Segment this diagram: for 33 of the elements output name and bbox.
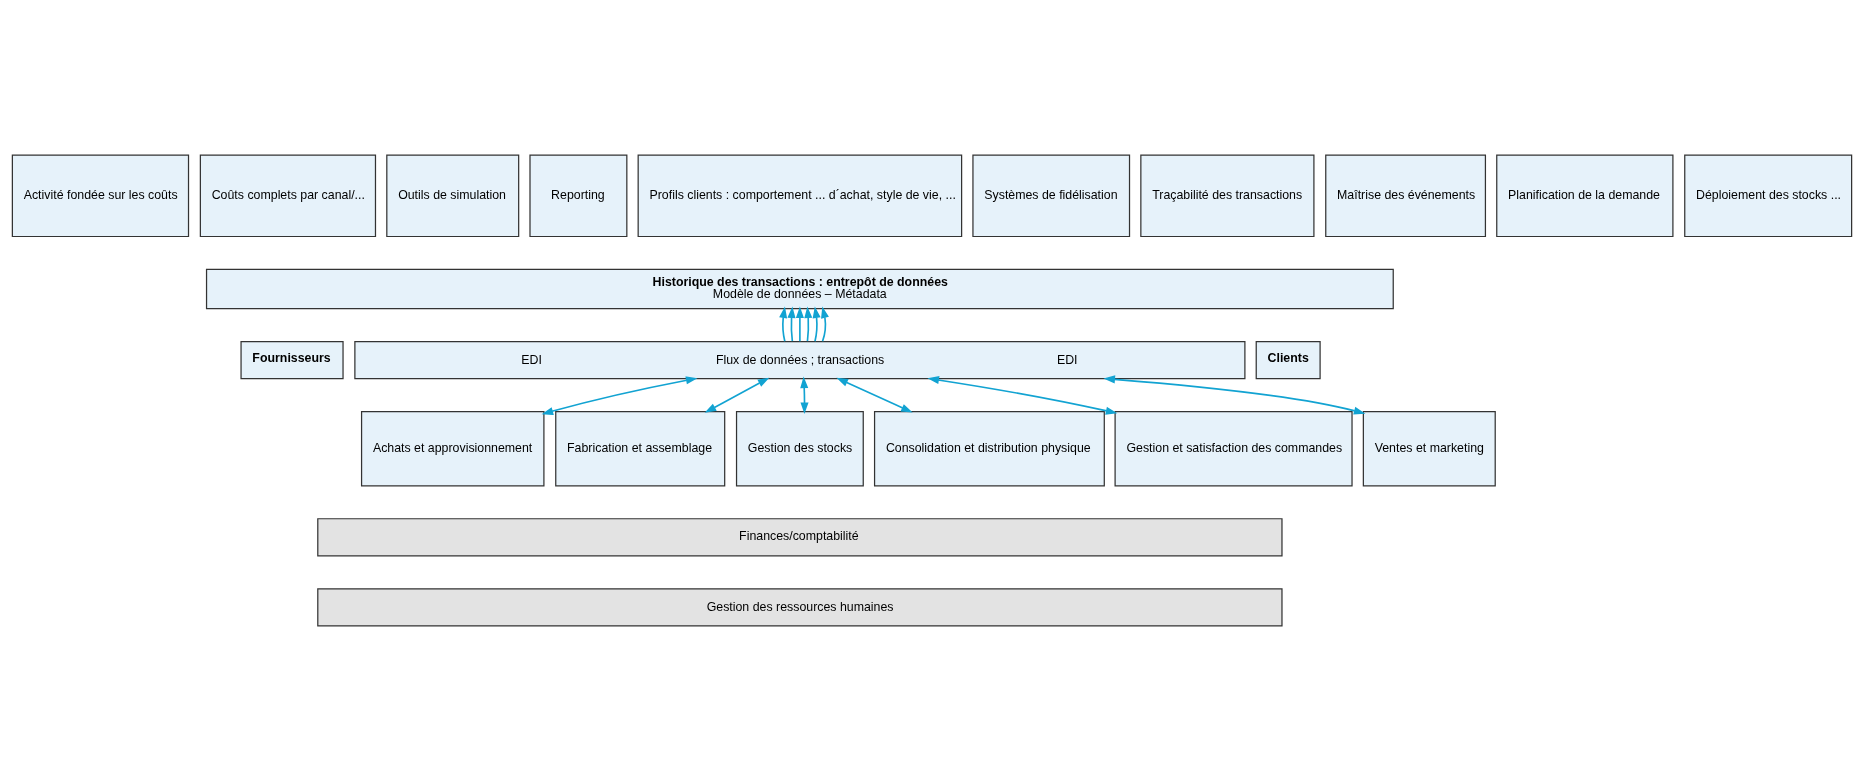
- node-box: Coûts complets par canal/...: [199, 154, 377, 238]
- node-box: Fabrication et assemblage: [555, 411, 726, 487]
- node-box: EDI Flux de données ; transactions EDI: [354, 340, 1246, 380]
- arrow: [836, 377, 913, 413]
- node-box: Finances/comptabilité: [317, 518, 1283, 557]
- node-box: Consolidation et distribution physique: [873, 411, 1105, 487]
- node-box: Traçabilité des transactions: [1140, 154, 1315, 238]
- node-box: Gestion des stocks: [735, 411, 864, 487]
- arrow: [804, 306, 813, 343]
- arrow: [779, 306, 788, 343]
- node-box: Achats et approvisionnement: [360, 411, 545, 487]
- arrow: [787, 306, 796, 343]
- node-box: Planification de la demande: [1496, 154, 1674, 238]
- arrow: [704, 377, 770, 413]
- arrow: [821, 306, 829, 343]
- arrow: [927, 376, 1118, 415]
- node-box: Fournisseurs: [240, 340, 344, 380]
- arrow: [795, 306, 804, 343]
- node-box: Maîtrise des événements: [1325, 154, 1487, 238]
- node-box: Gestion des ressources humaines: [317, 588, 1283, 627]
- node-box: Reporting: [529, 154, 628, 238]
- node-box: Déploiement des stocks ...: [1684, 154, 1853, 238]
- node-box: Ventes et marketing: [1362, 411, 1496, 487]
- node-box: Systèmes de fidélisation: [972, 154, 1131, 238]
- arrow: [541, 376, 698, 415]
- arrow: [812, 306, 821, 343]
- node-box: Outils de simulation: [386, 154, 520, 238]
- node-box: Activité fondée sur les coûts: [11, 154, 190, 238]
- node-box: Profils clients : comportement ... d´achat, style de vie, ...: [637, 154, 963, 238]
- arrow: [1103, 375, 1366, 415]
- node-box: Historique des transactions : entrepôt de données Modèle de données – Métadata: [205, 268, 1394, 310]
- node-box: Clients: [1255, 340, 1321, 380]
- node-box: Gestion et satisfaction des commandes: [1114, 411, 1353, 487]
